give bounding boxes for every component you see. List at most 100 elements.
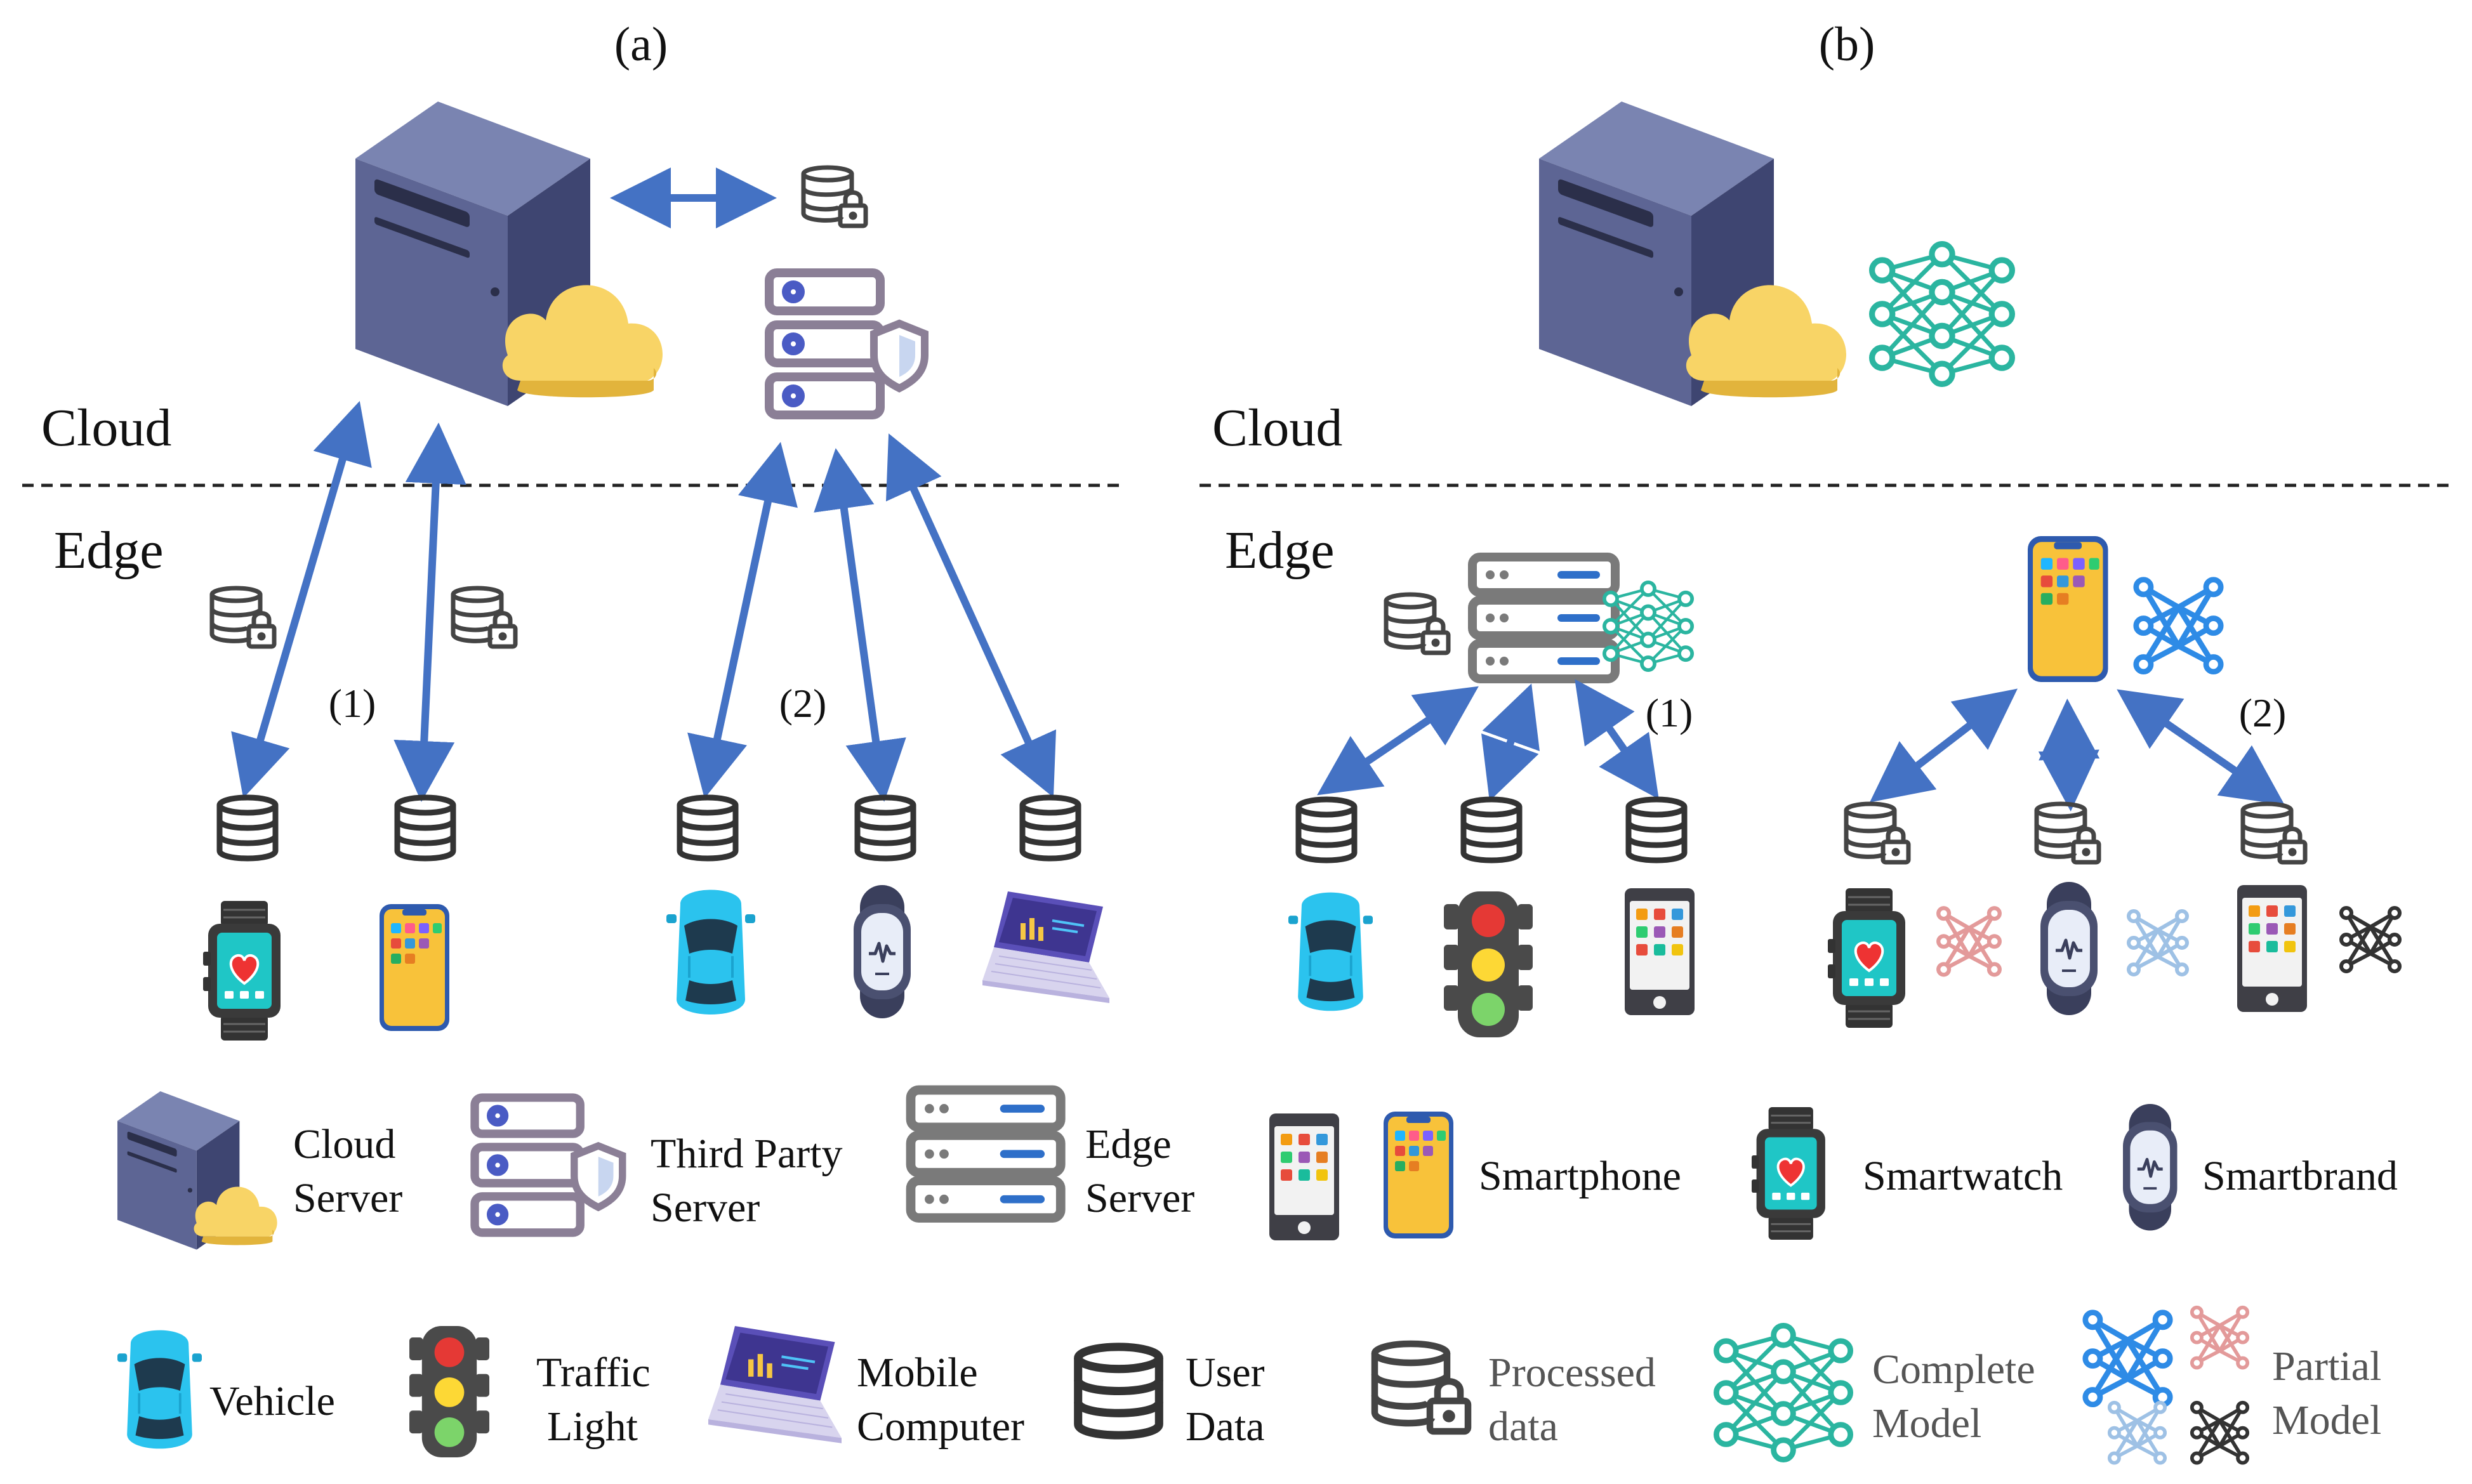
legend-partial-model-line2: Model — [2272, 1397, 2381, 1443]
smartphone-icon — [380, 904, 449, 1031]
legend-edge-server-line1: Edge — [1085, 1121, 1172, 1167]
legend-smartphone: Smartphone — [1269, 1112, 1681, 1240]
user-data-icon — [397, 798, 453, 858]
vehicle-icon — [1287, 891, 1374, 1013]
legend-user-data-line1: User — [1186, 1349, 1265, 1396]
legend-traffic-light-line2: Light — [547, 1403, 638, 1450]
cloud-label-b: Cloud — [1212, 398, 1342, 457]
partial-model-light-icon — [2110, 1403, 2165, 1463]
cloud-server-b — [1539, 102, 1846, 406]
smartwatch-icon — [1827, 887, 1907, 1029]
legend-third-party-server: Third Party Server — [475, 1098, 842, 1233]
processed-data-icon — [803, 167, 866, 226]
legend-cloud-server-line1: Cloud — [293, 1121, 395, 1167]
legend-traffic-light: Traffic Light — [409, 1326, 651, 1457]
legend-cloud-server-line2: Server — [293, 1175, 402, 1221]
vehicle-icon — [665, 888, 757, 1016]
user-data-icon — [1299, 799, 1354, 860]
panel-b-title: (b) — [1819, 18, 1875, 71]
edge-label-b: Edge — [1225, 521, 1335, 580]
legend-smartband-label: Smartbrand — [2202, 1153, 2398, 1199]
legend-edge-server-line2: Server — [1085, 1175, 1194, 1221]
traffic-light-icon — [409, 1326, 489, 1457]
third-party-server-a — [769, 273, 925, 415]
smartband-icon — [854, 885, 911, 1018]
legend-mobile-computer-line2: Computer — [857, 1403, 1024, 1450]
legend-complete-model: Complete Model — [1716, 1325, 2035, 1459]
group-2-label-b: (2) — [2239, 690, 2287, 735]
arrows-a — [231, 400, 1057, 802]
legend-edge-server: Edge Server — [911, 1090, 1194, 1221]
group-2-label-a: (2) — [779, 681, 827, 726]
smartphone-icon — [1625, 888, 1695, 1015]
edge-server-icon — [911, 1090, 1061, 1218]
cloud-server-icon — [117, 1091, 277, 1250]
smartphone-icon — [2028, 536, 2108, 682]
legend-smartphone-label: Smartphone — [1479, 1153, 1681, 1199]
legend-vehicle-label: Vehicle — [209, 1378, 335, 1424]
user-data-icon — [1464, 799, 1519, 860]
legend-processed-data: Processed data — [1375, 1344, 1656, 1450]
user-data-icon — [680, 798, 736, 858]
cloud-server-a — [355, 102, 663, 406]
partial-model-icon — [2136, 580, 2221, 672]
smartphone-grey-icon — [1269, 1113, 1339, 1240]
legend-complete-model-line2: Model — [1872, 1400, 1981, 1447]
panel-a: (a) Cloud Edge (1) (2) — [22, 18, 1123, 1042]
partial-model-pink-icon — [2192, 1308, 2247, 1368]
vehicle-icon — [116, 1329, 203, 1450]
legend-user-data: User Data — [1078, 1347, 1265, 1450]
complete-model-icon — [1872, 244, 2013, 384]
processed-data-icon — [2037, 804, 2099, 862]
legend-third-party-line1: Third Party — [651, 1131, 842, 1177]
legend-smartband: Smartbrand — [2123, 1104, 2398, 1231]
user-data-icon — [220, 798, 275, 858]
smartwatch-icon — [1750, 1106, 1827, 1241]
group-1-label-b: (1) — [1646, 690, 1693, 735]
legend-smartwatch-label: Smartwatch — [1863, 1153, 2063, 1199]
legend-mobile-computer: Mobile Computer — [708, 1326, 1024, 1450]
legend-processed-data-line2: data — [1488, 1403, 1558, 1450]
complete-model-icon — [1604, 582, 1692, 670]
edge-label-a: Edge — [54, 521, 164, 580]
user-data-icon — [1022, 798, 1078, 858]
smartphone-orange-icon — [1384, 1112, 1453, 1238]
traffic-light-icon — [1444, 891, 1533, 1037]
arrows-b — [1317, 679, 2285, 811]
legend-cloud-server: Cloud Server — [117, 1091, 402, 1250]
partial-model-icon — [2129, 911, 2187, 975]
legend-smartwatch: Smartwatch — [1750, 1106, 2063, 1241]
edge-server-b — [1472, 557, 1615, 679]
smartband-icon — [2123, 1104, 2178, 1231]
partial-model-dark-icon — [2192, 1403, 2247, 1463]
legend-third-party-line2: Server — [651, 1185, 760, 1231]
processed-data-icon — [2243, 804, 2305, 862]
legend: Cloud Server Third Party Server Edge Ser… — [116, 1090, 2398, 1463]
user-data-icon — [1629, 799, 1684, 860]
user-data-icon — [1078, 1347, 1160, 1435]
legend-vehicle: Vehicle — [116, 1329, 335, 1450]
legend-traffic-light-line1: Traffic — [536, 1349, 651, 1396]
group-1-label-a: (1) — [329, 681, 376, 726]
processed-data-icon — [212, 588, 274, 647]
mobile-computer-icon — [981, 890, 1111, 1004]
partial-model-icon — [2341, 908, 2400, 971]
mobile-computer-icon — [708, 1326, 842, 1443]
complete-model-icon — [1716, 1325, 1850, 1459]
legend-processed-data-line1: Processed — [1488, 1349, 1656, 1396]
processed-data-icon — [453, 588, 515, 647]
processed-data-icon — [1846, 804, 1908, 862]
legend-complete-model-line1: Complete — [1872, 1346, 2035, 1393]
smartwatch-icon — [202, 900, 282, 1042]
processed-data-icon — [1386, 594, 1448, 653]
cloud-label-a: Cloud — [41, 398, 171, 457]
third-party-server-icon — [475, 1098, 623, 1233]
smartband-icon — [2040, 882, 2098, 1015]
legend-user-data-line2: Data — [1186, 1403, 1265, 1450]
processed-data-icon — [1375, 1344, 1468, 1431]
partial-model-blue-icon — [2085, 1313, 2170, 1405]
legend-partial-model-line1: Partial — [2272, 1343, 2381, 1389]
legend-partial-model: Partial Model — [2085, 1308, 2381, 1463]
legend-mobile-computer-line1: Mobile — [857, 1349, 978, 1396]
